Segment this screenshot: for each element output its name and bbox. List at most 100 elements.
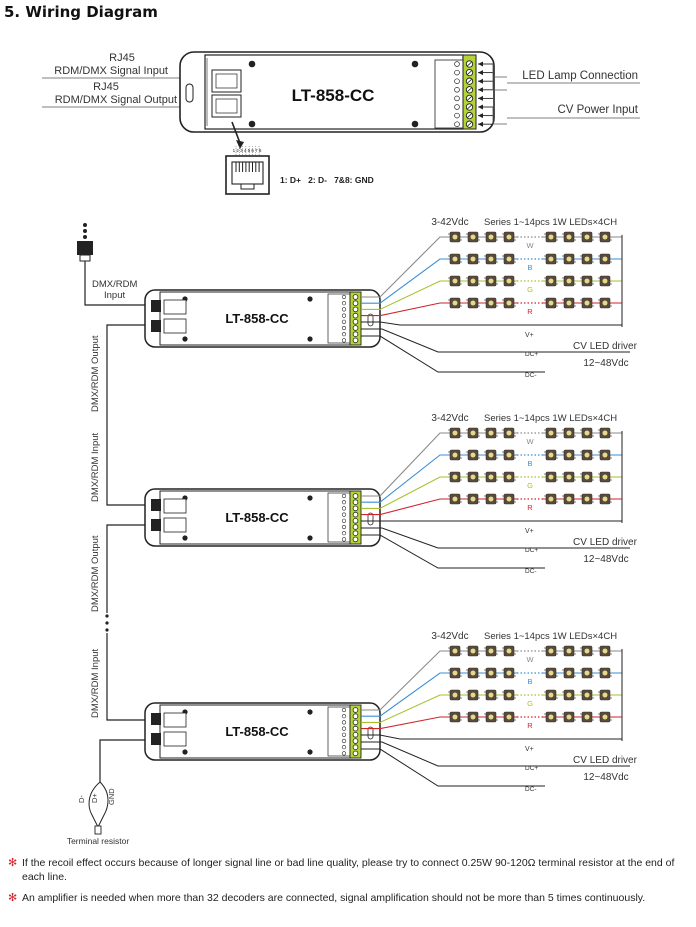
unit-model-label: LT-858-CC bbox=[225, 311, 289, 326]
page-title: 5. Wiring Diagram bbox=[4, 3, 158, 21]
led-icon bbox=[466, 493, 480, 505]
led-icon bbox=[448, 645, 462, 657]
led-icon bbox=[562, 231, 576, 243]
rj45-label-input: RJ45 bbox=[109, 52, 135, 64]
rj45-port bbox=[163, 299, 187, 315]
terminal-screw-icon bbox=[352, 536, 359, 543]
led-icon bbox=[544, 711, 558, 723]
led-icon bbox=[580, 493, 594, 505]
rj45-port bbox=[163, 517, 187, 533]
terminal-hole bbox=[454, 112, 460, 119]
terminal-label-area bbox=[434, 59, 464, 129]
led-icon bbox=[448, 471, 462, 483]
terminal-screw-icon bbox=[352, 725, 359, 732]
led-icon bbox=[448, 297, 462, 309]
led-icon bbox=[466, 667, 480, 679]
wiring-diagram: RJ45 RDM/DMX Signal Input RJ45 RDM/DMX S… bbox=[42, 51, 640, 846]
led-icon bbox=[448, 493, 462, 505]
arrow-icon bbox=[478, 61, 483, 67]
led-icon bbox=[502, 667, 516, 679]
driver-voltage: 12~48Vdc bbox=[583, 358, 628, 369]
led-icon bbox=[466, 297, 480, 309]
dc-minus-wire bbox=[361, 335, 545, 373]
arrow-icon bbox=[478, 70, 483, 76]
led-icon bbox=[484, 253, 498, 265]
led-icon bbox=[502, 493, 516, 505]
terminal-screw-icon bbox=[352, 325, 359, 331]
channel-wire bbox=[361, 694, 449, 723]
unit-model-label: LT-858-CC bbox=[225, 724, 289, 739]
vertical-dmx-output-2: DMX/RDM Output bbox=[90, 535, 101, 612]
led-icon bbox=[580, 689, 594, 701]
rj45-plug bbox=[151, 499, 161, 511]
led-icon bbox=[580, 297, 594, 309]
led-icon bbox=[598, 297, 612, 309]
channel-wire bbox=[361, 258, 449, 304]
led-icon bbox=[598, 667, 612, 679]
led-lamp-connection-label: LED Lamp Connection bbox=[522, 70, 638, 82]
led-icon bbox=[598, 253, 612, 265]
led-icon bbox=[544, 427, 558, 439]
led-icon bbox=[544, 645, 558, 657]
terminal-screw-icon bbox=[352, 505, 359, 512]
top-controller: RJ45 RDM/DMX Signal Input RJ45 RDM/DMX S… bbox=[42, 51, 640, 195]
led-icon bbox=[544, 667, 558, 679]
channel-wire bbox=[361, 476, 449, 509]
led-icon bbox=[562, 253, 576, 265]
led-icon bbox=[466, 689, 480, 701]
controller-inner-panel bbox=[159, 291, 353, 346]
dc-plus-label: DC+ bbox=[525, 547, 538, 554]
led-icon bbox=[484, 689, 498, 701]
terminal-screw-icon bbox=[352, 530, 359, 536]
screw-icon bbox=[307, 495, 313, 501]
led-icon bbox=[562, 689, 576, 701]
channel-label: G bbox=[527, 285, 533, 294]
led-icon bbox=[544, 253, 558, 265]
led-icon bbox=[598, 471, 612, 483]
led-icon bbox=[466, 253, 480, 265]
mount-slot bbox=[367, 313, 374, 327]
v-plus-wire bbox=[361, 734, 622, 740]
channel-label: G bbox=[527, 699, 533, 708]
led-icon bbox=[466, 275, 480, 287]
mount-slot-left bbox=[185, 83, 194, 103]
led-icon bbox=[502, 275, 516, 287]
led-icon bbox=[466, 471, 480, 483]
note-item: ✻ An amplifier is needed when more than … bbox=[8, 891, 692, 905]
led-icon bbox=[598, 427, 612, 439]
cv-power-input-label: CV Power Input bbox=[557, 104, 638, 116]
terminal-screw-icon bbox=[352, 318, 359, 325]
channel-wire bbox=[361, 716, 449, 730]
top-model-label: LT-858-CC bbox=[292, 86, 375, 105]
led-icon bbox=[544, 297, 558, 309]
channel-label: B bbox=[527, 677, 532, 686]
vertical-dmx-input-2: DMX/RDM Input bbox=[90, 432, 101, 502]
arrow-icon bbox=[478, 113, 483, 119]
led-icon bbox=[484, 275, 498, 287]
led-icon bbox=[502, 253, 516, 265]
terminal-screw-icon bbox=[352, 306, 359, 313]
series-label: Series 1~14pcs 1W LEDs×4CH bbox=[484, 217, 617, 228]
channel-label: W bbox=[526, 437, 534, 446]
led-icon bbox=[484, 667, 498, 679]
led-icon bbox=[562, 471, 576, 483]
rj45-port bbox=[163, 498, 187, 514]
channel-wire bbox=[361, 650, 449, 711]
terminal-label-gnd: GND bbox=[107, 788, 116, 805]
terminal-screw-icon bbox=[352, 750, 359, 757]
led-icon bbox=[580, 427, 594, 439]
driver-title: CV LED driver bbox=[573, 341, 638, 352]
led-icon bbox=[598, 689, 612, 701]
dc-minus-label: DC- bbox=[525, 568, 537, 575]
arrow-icon bbox=[478, 87, 483, 93]
led-icon bbox=[580, 667, 594, 679]
screw-icon bbox=[182, 749, 188, 755]
v-plus-wire bbox=[361, 321, 622, 326]
terminal-block bbox=[349, 704, 362, 759]
rdm-signal-output-label: RDM/DMX Signal Output bbox=[55, 94, 177, 106]
arrow-icon bbox=[478, 104, 483, 110]
v-plus-label: V+ bbox=[525, 528, 534, 535]
note-item: ✻ If the recoil effect occurs because of… bbox=[8, 856, 692, 884]
dc-minus-label: DC- bbox=[525, 372, 537, 379]
